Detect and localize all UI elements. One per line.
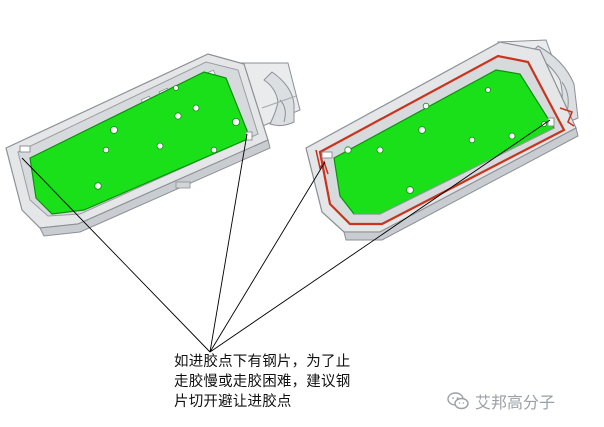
- watermark-text: 艾邦高分子: [475, 393, 556, 412]
- leader-lines: [21, 119, 551, 353]
- wechat-logo-icon: [447, 392, 469, 410]
- annotation-line-2: 走胶慢或走胶困难，建议钢: [174, 374, 351, 390]
- leader-line-4: [209, 119, 551, 353]
- annotation-line-3: 片切开避让进胶点: [174, 394, 292, 410]
- left-part: [5, 53, 301, 237]
- leader-line-1: [21, 157, 211, 353]
- left-injection-points: [19, 131, 253, 153]
- watermark: 艾邦高分子: [446, 388, 555, 414]
- annotation-text: 如进胶点下有钢片，为了止 走胶慢或走胶困难，建议钢 片切开避让进胶点: [174, 352, 404, 412]
- left-plate-holes: [94, 85, 240, 190]
- leader-line-3: [209, 161, 326, 353]
- annotation-line-1: 如进胶点下有钢片，为了止: [174, 354, 351, 370]
- right-part: [305, 39, 579, 241]
- right-injection-points: [321, 117, 555, 159]
- right-plate-holes: [344, 87, 547, 194]
- leader-line-2: [209, 133, 248, 353]
